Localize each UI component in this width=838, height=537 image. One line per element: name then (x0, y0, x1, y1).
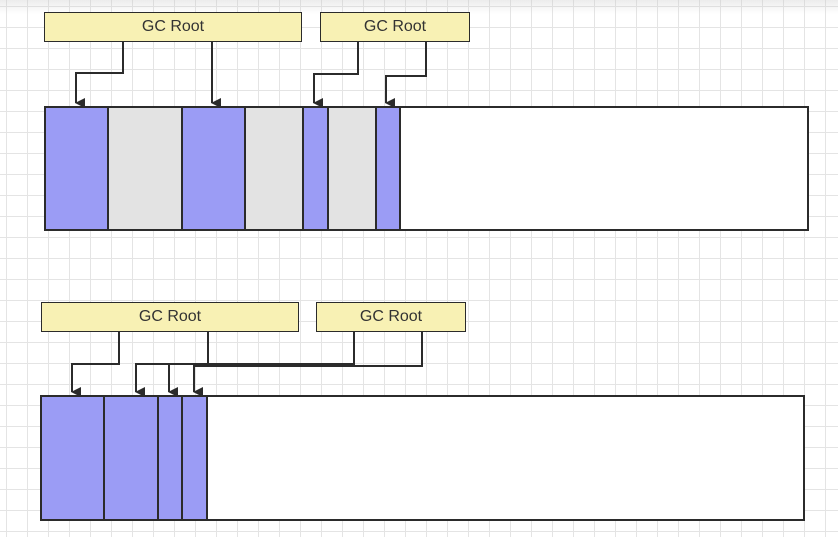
gc-root-box-before-2: GC Root (320, 12, 470, 42)
heap-block-live (46, 108, 109, 229)
reference-arrow (71, 332, 120, 397)
gc-root-label: GC Root (363, 18, 427, 35)
heap-block-garbage (246, 108, 304, 229)
gc-root-box-before-1: GC Root (44, 12, 302, 42)
gc-root-box-after-2: GC Root (316, 302, 466, 332)
heap-block-live (42, 397, 105, 519)
gc-root-label: GC Root (138, 308, 202, 325)
heap-block-live (183, 397, 208, 519)
reference-arrow (75, 42, 124, 108)
heap-block-live (105, 397, 159, 519)
reference-arrow (135, 332, 209, 397)
heap-before-compaction (44, 106, 809, 231)
gc-root-label: GC Root (359, 308, 423, 325)
reference-arrow (193, 332, 423, 397)
reference-arrow (168, 332, 355, 397)
heap-block-garbage (329, 108, 377, 229)
gc-root-box-after-1: GC Root (41, 302, 299, 332)
gc-root-label: GC Root (141, 18, 205, 35)
reference-arrow (313, 42, 359, 108)
reference-arrow (385, 42, 427, 108)
heap-block-live (377, 108, 401, 229)
heap-block-live (304, 108, 329, 229)
heap-block-live (159, 397, 183, 519)
top-shadow (0, 0, 838, 14)
heap-block-garbage (109, 108, 183, 229)
heap-block-live (183, 108, 246, 229)
heap-after-compaction (40, 395, 805, 521)
